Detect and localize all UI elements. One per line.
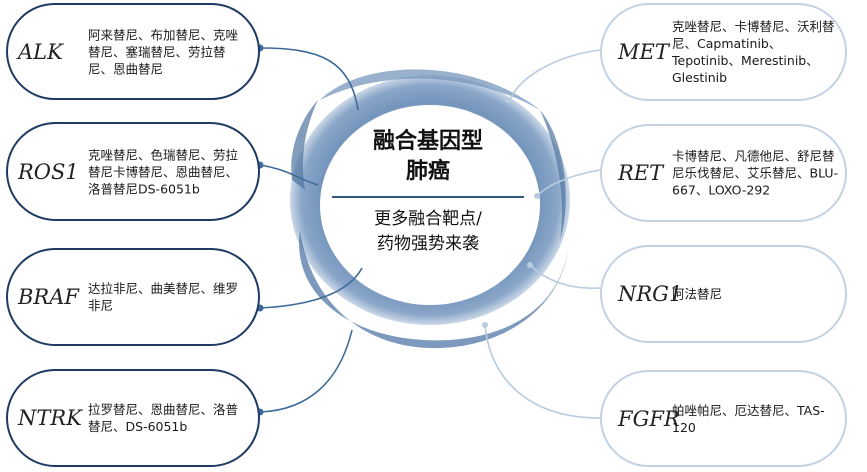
connector-nrg1 [529, 264, 601, 290]
target-card-ntrk: NTRK 拉罗替尼、恩曲替尼、洛普替尼、DS-6051b [6, 369, 260, 467]
center-node: 融合基因型 肺癌 更多融合靶点/ 药物强势来袭 [318, 115, 538, 295]
drug-list: 克唑替尼、卡博替尼、沃利替尼、Capmatinib、Tepotinib、Mere… [672, 19, 835, 85]
center-title-line1: 融合基因型 [372, 129, 483, 154]
gene-label: BRAF [18, 285, 79, 309]
connector-fgfr [484, 324, 601, 419]
center-title: 融合基因型 肺癌 [318, 127, 538, 187]
target-card-ret: RET 卡博替尼、凡德他尼、舒尼替尼乐伐替尼、艾乐替尼、BLU-667、LOXO… [600, 124, 847, 222]
connector-braf [259, 267, 363, 309]
gene-label: MET [618, 40, 669, 64]
drug-list: 帕唑帕尼、厄达替尼、TAS-120 [672, 402, 825, 435]
connector-dot-nrg1 [527, 262, 533, 268]
drug-list: 克唑替尼、色瑞替尼、劳拉替尼卡博替尼、恩曲替尼、洛普替尼DS-6051b [88, 147, 239, 196]
drug-list: 达拉非尼、曲美替尼、维罗非尼 [88, 281, 239, 313]
connector-alk [259, 47, 359, 111]
target-card-fgfr: FGFR 帕唑帕尼、厄达替尼、TAS-120 [600, 370, 847, 467]
connector-ret [537, 169, 601, 196]
target-card-braf: BRAF 达拉非尼、曲美替尼、维罗非尼 [6, 248, 260, 346]
drug-list: 阿来替尼、布加替尼、克唑替尼、塞瑞替尼、劳拉替尼、恩曲替尼 [88, 27, 239, 76]
connector-dot-fgfr [482, 322, 488, 328]
gene-label: ROS1 [18, 159, 79, 184]
target-card-alk: ALK 阿来替尼、布加替尼、克唑替尼、塞瑞替尼、劳拉替尼、恩曲替尼 [6, 3, 260, 100]
drug-list: 阿法替尼 [672, 286, 723, 302]
connector-met [509, 49, 601, 101]
gene-label: ALK [18, 39, 63, 64]
drug-list: 拉罗替尼、恩曲替尼、洛普替尼、DS-6051b [88, 402, 239, 434]
center-divider [332, 196, 524, 198]
drug-list: 卡博替尼、凡德他尼、舒尼替尼乐伐替尼、艾乐替尼、BLU-667、LOXO-292 [672, 148, 839, 198]
target-card-nrg1: NRG1 阿法替尼 [600, 245, 847, 343]
gene-label: RET [618, 161, 664, 185]
gene-label: NRG1 [618, 282, 683, 306]
ink-brush-ring [290, 69, 570, 349]
target-card-met: MET 克唑替尼、卡博替尼、沃利替尼、Capmatinib、Tepotinib、… [600, 3, 847, 101]
connector-dot-ret [534, 193, 540, 199]
connector-ntrk [259, 329, 353, 413]
gene-label: NTRK [18, 406, 82, 430]
connector-ros1 [259, 164, 319, 186]
connector-dot-met [505, 97, 511, 103]
center-subtitle-line2: 药物强势来袭 [377, 234, 479, 254]
center-subtitle: 更多融合靶点/ 药物强势来袭 [318, 207, 538, 257]
center-subtitle-line1: 更多融合靶点/ [374, 209, 482, 229]
gene-label: FGFR [618, 406, 680, 431]
center-title-line2: 肺癌 [405, 159, 450, 184]
target-card-ros1: ROS1 克唑替尼、色瑞替尼、劳拉替尼卡博替尼、恩曲替尼、洛普替尼DS-6051… [6, 122, 260, 221]
